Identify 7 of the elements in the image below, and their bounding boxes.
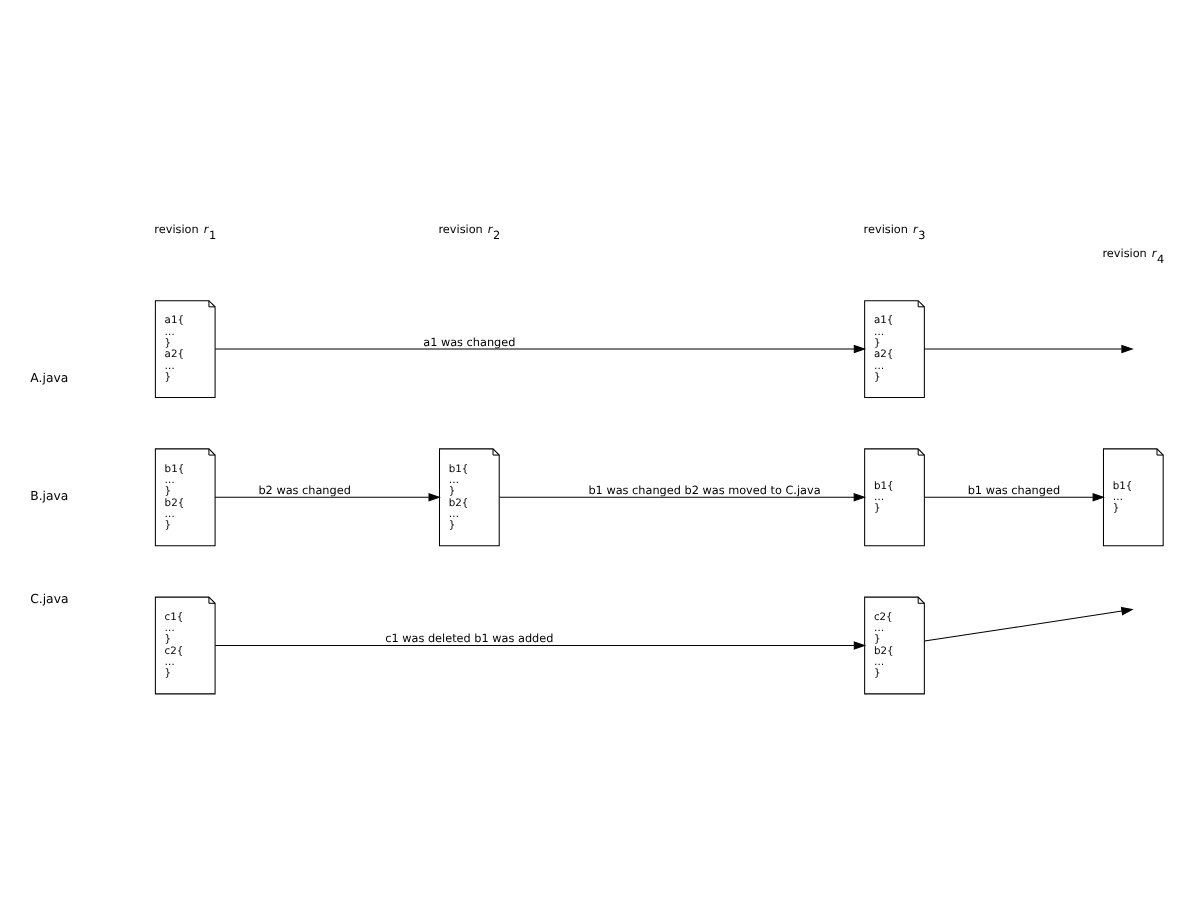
arrow (924, 606, 1134, 642)
arrow (924, 344, 1134, 354)
arrow (214, 492, 441, 502)
arrow (214, 344, 867, 354)
arrow (924, 492, 1105, 502)
arrow (498, 492, 866, 502)
arrow (214, 641, 867, 650)
